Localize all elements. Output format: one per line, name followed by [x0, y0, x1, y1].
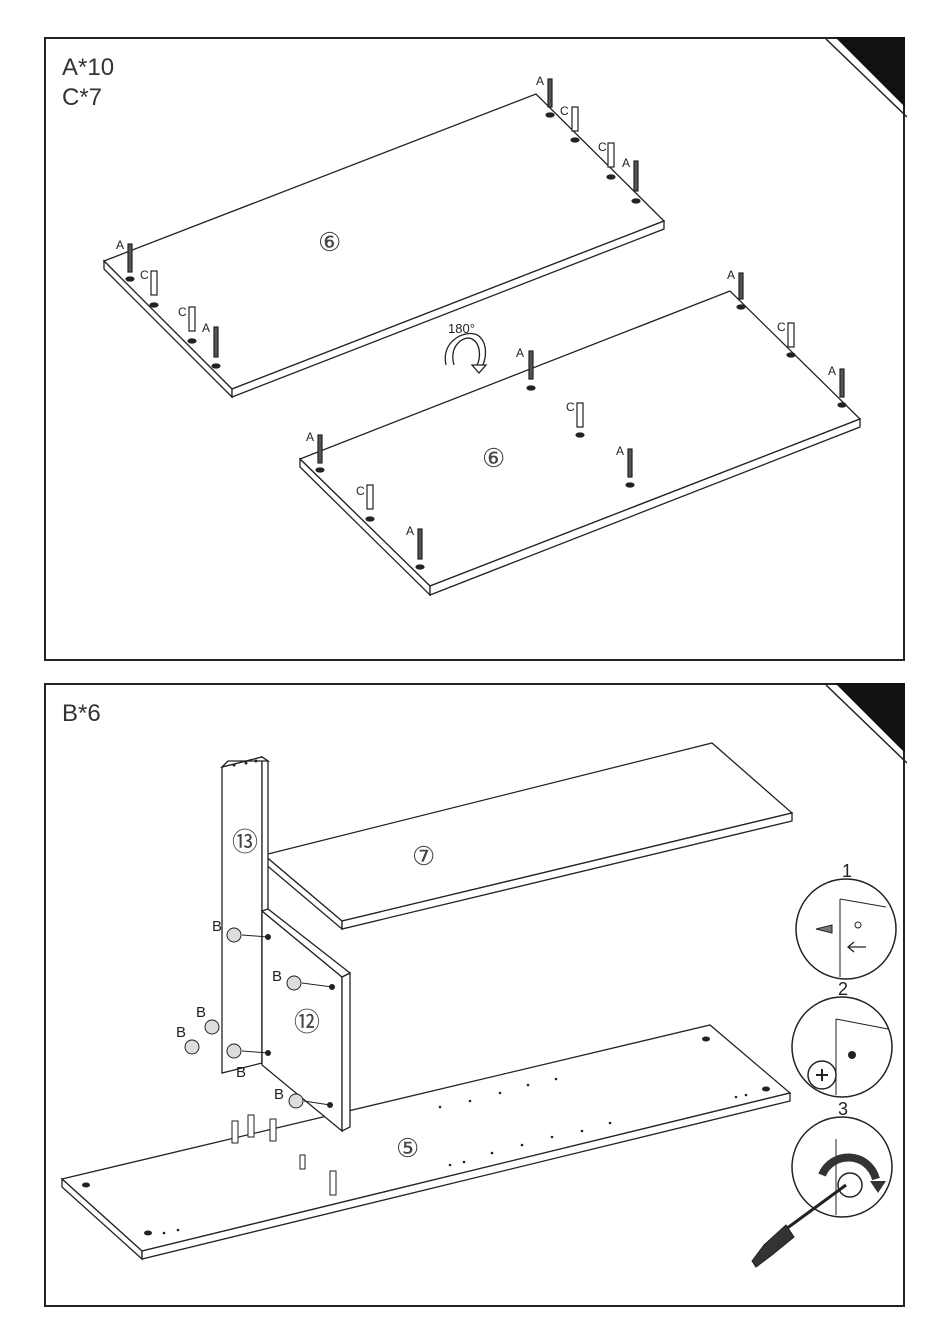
svg-text:A: A — [536, 74, 544, 88]
svg-text:B: B — [274, 1086, 284, 1103]
svg-text:A: A — [828, 364, 836, 378]
svg-text:B: B — [176, 1024, 186, 1041]
part-label-board-top: ⑥ — [318, 228, 341, 258]
svg-text:A: A — [622, 156, 630, 170]
rotation-label: 180° — [448, 321, 475, 336]
dowel-diagram: ⑥ ⑥ 180° A A — [46, 39, 907, 663]
svg-text:C: C — [566, 400, 575, 414]
rotate-arrow-icon — [445, 333, 486, 373]
side-panel — [222, 757, 268, 1073]
detail-step-3 — [752, 1117, 892, 1267]
cam-lock-diagram: ⑤ ⑦ ⑬ ⑫ — [46, 685, 907, 1309]
svg-text:B: B — [196, 1004, 206, 1021]
svg-text:A: A — [516, 346, 524, 360]
step-panel-dowels: A*10 C*7 ⑥ ⑥ 180° — [44, 37, 905, 661]
part-label-side: ⑬ — [232, 828, 258, 858]
svg-text:A: A — [306, 430, 314, 444]
svg-text:A: A — [202, 321, 210, 335]
svg-text:3: 3 — [838, 1099, 848, 1119]
svg-text:C: C — [178, 305, 187, 319]
step-panel-cam-locks: B*6 ⑤ ⑦ — [44, 683, 905, 1307]
svg-text:C: C — [777, 320, 786, 334]
svg-text:A: A — [116, 238, 124, 252]
shelf-board — [264, 743, 792, 929]
part-label-shelf: ⑦ — [412, 842, 435, 872]
part-label-base: ⑤ — [396, 1134, 419, 1164]
svg-text:A: A — [727, 268, 735, 282]
svg-text:C: C — [356, 484, 365, 498]
cam-b-icon — [205, 1020, 219, 1034]
detail-step-2 — [792, 997, 892, 1097]
svg-text:B: B — [212, 918, 222, 935]
svg-text:A: A — [406, 524, 414, 538]
svg-text:B: B — [272, 968, 282, 985]
detail-step-1 — [796, 879, 896, 979]
part-label-divider: ⑫ — [294, 1008, 320, 1038]
svg-text:C: C — [598, 140, 607, 154]
svg-text:2: 2 — [838, 979, 848, 999]
svg-text:A: A — [616, 444, 624, 458]
svg-text:C: C — [560, 104, 569, 118]
svg-text:C: C — [140, 268, 149, 282]
part-label-board-bottom: ⑥ — [482, 444, 505, 474]
base-board — [62, 1025, 790, 1259]
svg-text:B: B — [236, 1064, 246, 1081]
svg-text:1: 1 — [842, 861, 852, 881]
cam-b-icon — [185, 1040, 199, 1054]
